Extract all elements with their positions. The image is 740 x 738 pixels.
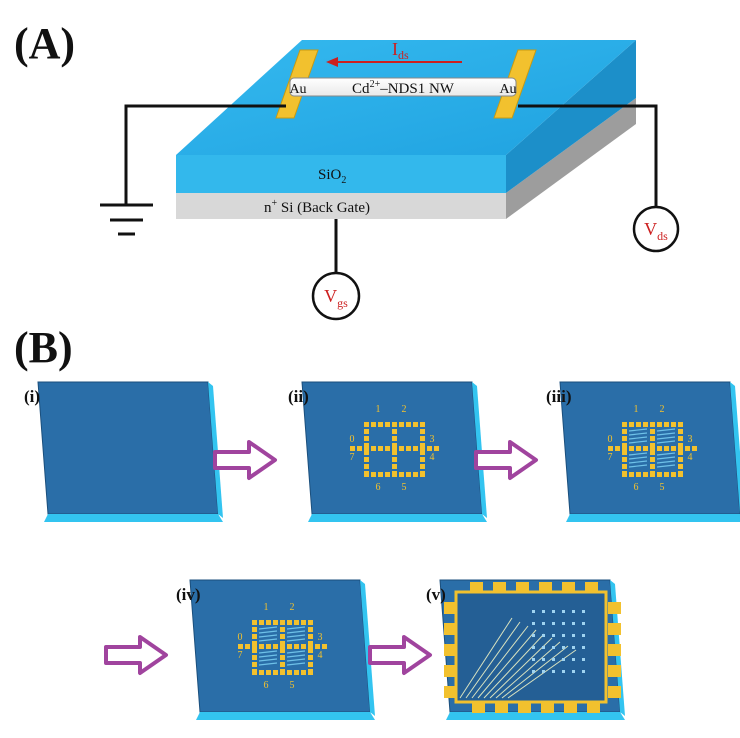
right-wire xyxy=(518,104,658,206)
pad-number: 4 xyxy=(688,452,693,463)
pad-number: 3 xyxy=(430,434,435,445)
right-electrode-label: Au xyxy=(499,82,516,97)
bonded-package xyxy=(444,582,621,713)
step-label: (ii) xyxy=(288,387,309,406)
pad-number: 7 xyxy=(608,452,613,463)
pad-number: 7 xyxy=(238,650,243,661)
fabrication-steps: (i) (ii) 1 2 0 3 7 4 6 5 (iii) 1 2 0 3 7 4 6 5 (iv) 1 2 0 3 7 4 6 5… xyxy=(24,381,740,720)
step-label: (i) xyxy=(24,387,40,406)
chip-step-3: (iii) 1 2 0 3 7 4 6 5 xyxy=(546,381,740,522)
substrate-label: n+ Si (Back Gate) xyxy=(264,198,370,216)
pad-number: 3 xyxy=(318,632,323,643)
pad-number: 6 xyxy=(264,680,269,691)
chip-surface xyxy=(37,381,219,515)
oxide-label: SiO2 xyxy=(318,167,346,186)
pad-number: 5 xyxy=(402,482,407,493)
pad-number: 0 xyxy=(608,434,613,445)
panel-b: (B) (i) (ii) 1 2 0 3 7 4 6 5 (iii) 1 2 0 3 7 4 6 5 (iv) 1 2 0 3… xyxy=(14,323,740,720)
panel-a-label: (A) xyxy=(14,19,75,68)
chip-edge-bottom xyxy=(308,514,487,522)
nanowire xyxy=(289,77,517,97)
pad-number: 5 xyxy=(660,482,665,493)
pad-number: 6 xyxy=(634,482,639,493)
step-label: (iii) xyxy=(546,387,572,406)
process-arrow-1 xyxy=(213,440,277,480)
process-arrow-2 xyxy=(474,440,538,480)
oxide-layer xyxy=(176,155,506,193)
current-label: Ids xyxy=(392,39,409,62)
left-wire xyxy=(124,104,286,204)
pad-number: 4 xyxy=(430,452,435,463)
process-arrow-3 xyxy=(104,635,168,675)
pad-number: 2 xyxy=(290,602,295,613)
oxide-side xyxy=(506,40,636,193)
chip-edge-right xyxy=(360,580,375,716)
panel-a: (A) Cd2+–NDS1 NW Au Au Ids SiO2 n+ Si (B… xyxy=(14,19,680,321)
electrode-grid xyxy=(350,422,439,477)
chip-edge-bottom xyxy=(44,514,223,522)
chip-edge-bottom xyxy=(566,514,740,522)
chip-step-1: (i) xyxy=(24,381,223,522)
step-label: (iv) xyxy=(176,585,201,604)
vds-source xyxy=(632,205,680,253)
pad-number: 3 xyxy=(688,434,693,445)
pad-number: 4 xyxy=(318,650,323,661)
chip-edge-bottom xyxy=(196,712,375,720)
step-label: (v) xyxy=(426,585,446,604)
pad-number: 1 xyxy=(376,404,381,415)
electrode-grid xyxy=(238,620,327,675)
vds-label: Vds xyxy=(644,219,668,243)
pad-number: 6 xyxy=(376,482,381,493)
pad-number: 1 xyxy=(264,602,269,613)
chip-edge-bottom xyxy=(446,712,625,720)
chip-edge-right xyxy=(730,382,740,514)
pad-number: 5 xyxy=(290,680,295,691)
pad-number: 7 xyxy=(350,452,355,463)
panel-b-label: (B) xyxy=(14,323,73,372)
pad-number: 1 xyxy=(634,404,639,415)
chip-step-2: (ii) 1 2 0 3 7 4 6 5 xyxy=(288,381,487,522)
chip-step-5: (v) xyxy=(426,579,625,720)
process-arrow-4 xyxy=(368,635,432,675)
vgs-label: Vgs xyxy=(324,286,348,310)
pad-number: 2 xyxy=(660,404,665,415)
pad-number: 0 xyxy=(238,632,243,643)
left-electrode-label: Au xyxy=(289,82,306,97)
pad-number: 0 xyxy=(350,434,355,445)
substrate-layer xyxy=(176,193,506,219)
substrate-side xyxy=(506,98,636,219)
current-arrowhead xyxy=(326,57,338,67)
chip-step-4: (iv) 1 2 0 3 7 4 6 5 xyxy=(176,579,375,720)
vgs-source xyxy=(311,271,361,321)
pad-number: 2 xyxy=(402,404,407,415)
nanowire-label: Cd2+–NDS1 NW xyxy=(352,79,455,97)
electrode-grid xyxy=(608,422,697,477)
